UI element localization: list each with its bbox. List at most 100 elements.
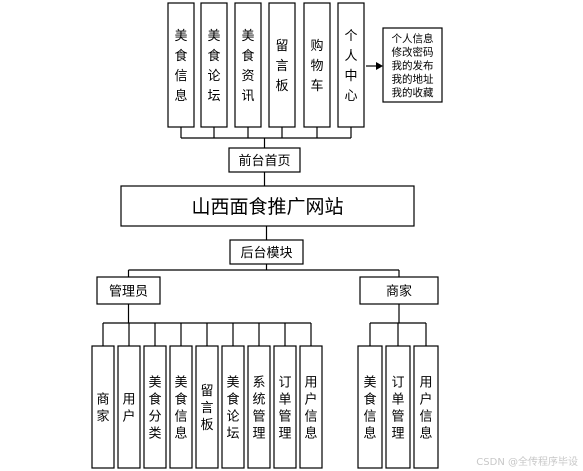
admin-item-4-char: 信 — [174, 410, 187, 425]
personal-detail-item: 我的发布 — [392, 59, 434, 72]
arrow-head-icon — [376, 62, 383, 70]
admin-item-4-char: 美 — [174, 376, 187, 391]
admin-item-3-char: 美 — [148, 376, 161, 391]
admin-item-3-char: 类 — [148, 427, 161, 442]
admin-item-7-char: 管 — [252, 410, 265, 425]
personal-detail-item: 个人信息 — [392, 32, 434, 45]
admin-item-3-char: 食 — [148, 392, 161, 408]
backend-node: 后台模块 — [229, 239, 304, 265]
frontend-module-6-char: 中 — [344, 69, 357, 84]
admin-label: 管理员 — [109, 285, 148, 300]
admin-item-6-char: 美 — [226, 376, 239, 391]
watermark: CSDN @全传程序毕设 — [476, 455, 578, 468]
admin-item-2: 用户 — [117, 345, 141, 469]
frontend-module-4-char: 言 — [275, 59, 288, 74]
frontend-module-3-char: 资 — [241, 69, 254, 84]
admin-item-2-char: 用 — [122, 393, 135, 408]
frontend-module-5-char: 购 — [310, 38, 323, 54]
root-node: 山西面食推广网站 — [120, 185, 415, 227]
admin-item-6-char: 食 — [226, 392, 239, 408]
merchant-item-3-char: 用 — [419, 376, 432, 391]
frontend-module-5-char: 物 — [310, 59, 323, 74]
admin-item-5-char: 留 — [200, 384, 213, 399]
frontend-module-1-char: 食 — [174, 48, 187, 64]
frontend-module-2-char: 论 — [207, 69, 220, 84]
admin-item-1-char: 商 — [96, 393, 109, 408]
admin-item-8-char: 订 — [278, 376, 291, 391]
connector-lines — [102, 127, 427, 346]
admin-item-5: 留言板 — [195, 345, 219, 469]
frontend-module-4: 留言板 — [268, 2, 296, 128]
frontend-module-5-char: 车 — [310, 78, 323, 94]
merchant-node: 商家 — [359, 276, 439, 305]
admin-item-1: 商家 — [91, 345, 115, 469]
merchant-item-3-char: 户 — [419, 392, 432, 408]
frontend-module-2-char: 坛 — [207, 89, 220, 104]
admin-item-9-char: 息 — [304, 426, 317, 442]
merchant-item-1-char: 息 — [363, 426, 376, 442]
frontend-module-1-char: 信 — [174, 69, 187, 84]
frontend-module-4-char: 留 — [275, 39, 288, 54]
merchant-item-2-char: 单 — [391, 393, 404, 408]
frontend-module-2-char: 食 — [207, 48, 220, 64]
personal-detail-item: 我的地址 — [392, 73, 434, 86]
merchant-item-1-char: 美 — [363, 376, 376, 391]
admin-item-8-char: 单 — [278, 393, 291, 408]
admin-item-4-char: 息 — [174, 426, 187, 442]
admin-item-6-char: 坛 — [226, 427, 239, 442]
admin-item-8-char: 理 — [278, 427, 291, 442]
root-title: 山西面食推广网站 — [191, 196, 343, 218]
admin-item-5-char: 板 — [200, 418, 213, 433]
frontend-home-label: 前台首页 — [238, 153, 290, 169]
merchant-item-2-char: 订 — [391, 376, 404, 391]
frontend-module-1-char: 息 — [174, 88, 187, 104]
frontend-module-3-char: 美 — [241, 29, 254, 44]
admin-item-4-char: 食 — [174, 392, 187, 408]
admin-item-8-char: 管 — [278, 410, 291, 425]
merchant-item-1-char: 食 — [363, 392, 376, 408]
admin-item-7-char: 系 — [252, 376, 265, 391]
frontend-module-6-char: 个 — [344, 29, 357, 44]
personal-details-box — [382, 27, 443, 103]
admin-node: 管理员 — [96, 276, 161, 305]
frontend-module-1-char: 美 — [174, 29, 187, 44]
personal-detail-item: 修改密码 — [392, 46, 434, 59]
admin-item-5-char: 言 — [200, 401, 213, 416]
admin-item-7-char: 理 — [252, 427, 265, 442]
merchant-item-1-char: 信 — [363, 410, 376, 425]
admin-item-1-char: 家 — [96, 409, 109, 425]
admin-item-7-char: 统 — [252, 393, 265, 408]
merchant-label: 商家 — [386, 284, 412, 300]
personal-detail-item: 我的收藏 — [392, 86, 434, 99]
merchant-item-3-char: 信 — [419, 410, 432, 425]
admin-item-9-char: 用 — [304, 376, 317, 391]
merchant-item-2-char: 管 — [391, 410, 404, 425]
frontend-module-3-char: 食 — [241, 48, 254, 64]
frontend-module-3-char: 讯 — [241, 89, 254, 104]
frontend-module-6-char: 人 — [344, 49, 357, 64]
admin-item-9-char: 信 — [304, 410, 317, 425]
merchant-item-3-char: 息 — [419, 426, 432, 442]
frontend-module-5: 购物车 — [303, 2, 331, 128]
admin-item-3-char: 分 — [148, 410, 161, 425]
admin-item-9-char: 户 — [304, 392, 317, 408]
frontend-module-6-char: 心 — [344, 89, 357, 104]
frontend-home-node: 前台首页 — [228, 147, 301, 173]
admin-item-6-char: 论 — [226, 410, 239, 425]
